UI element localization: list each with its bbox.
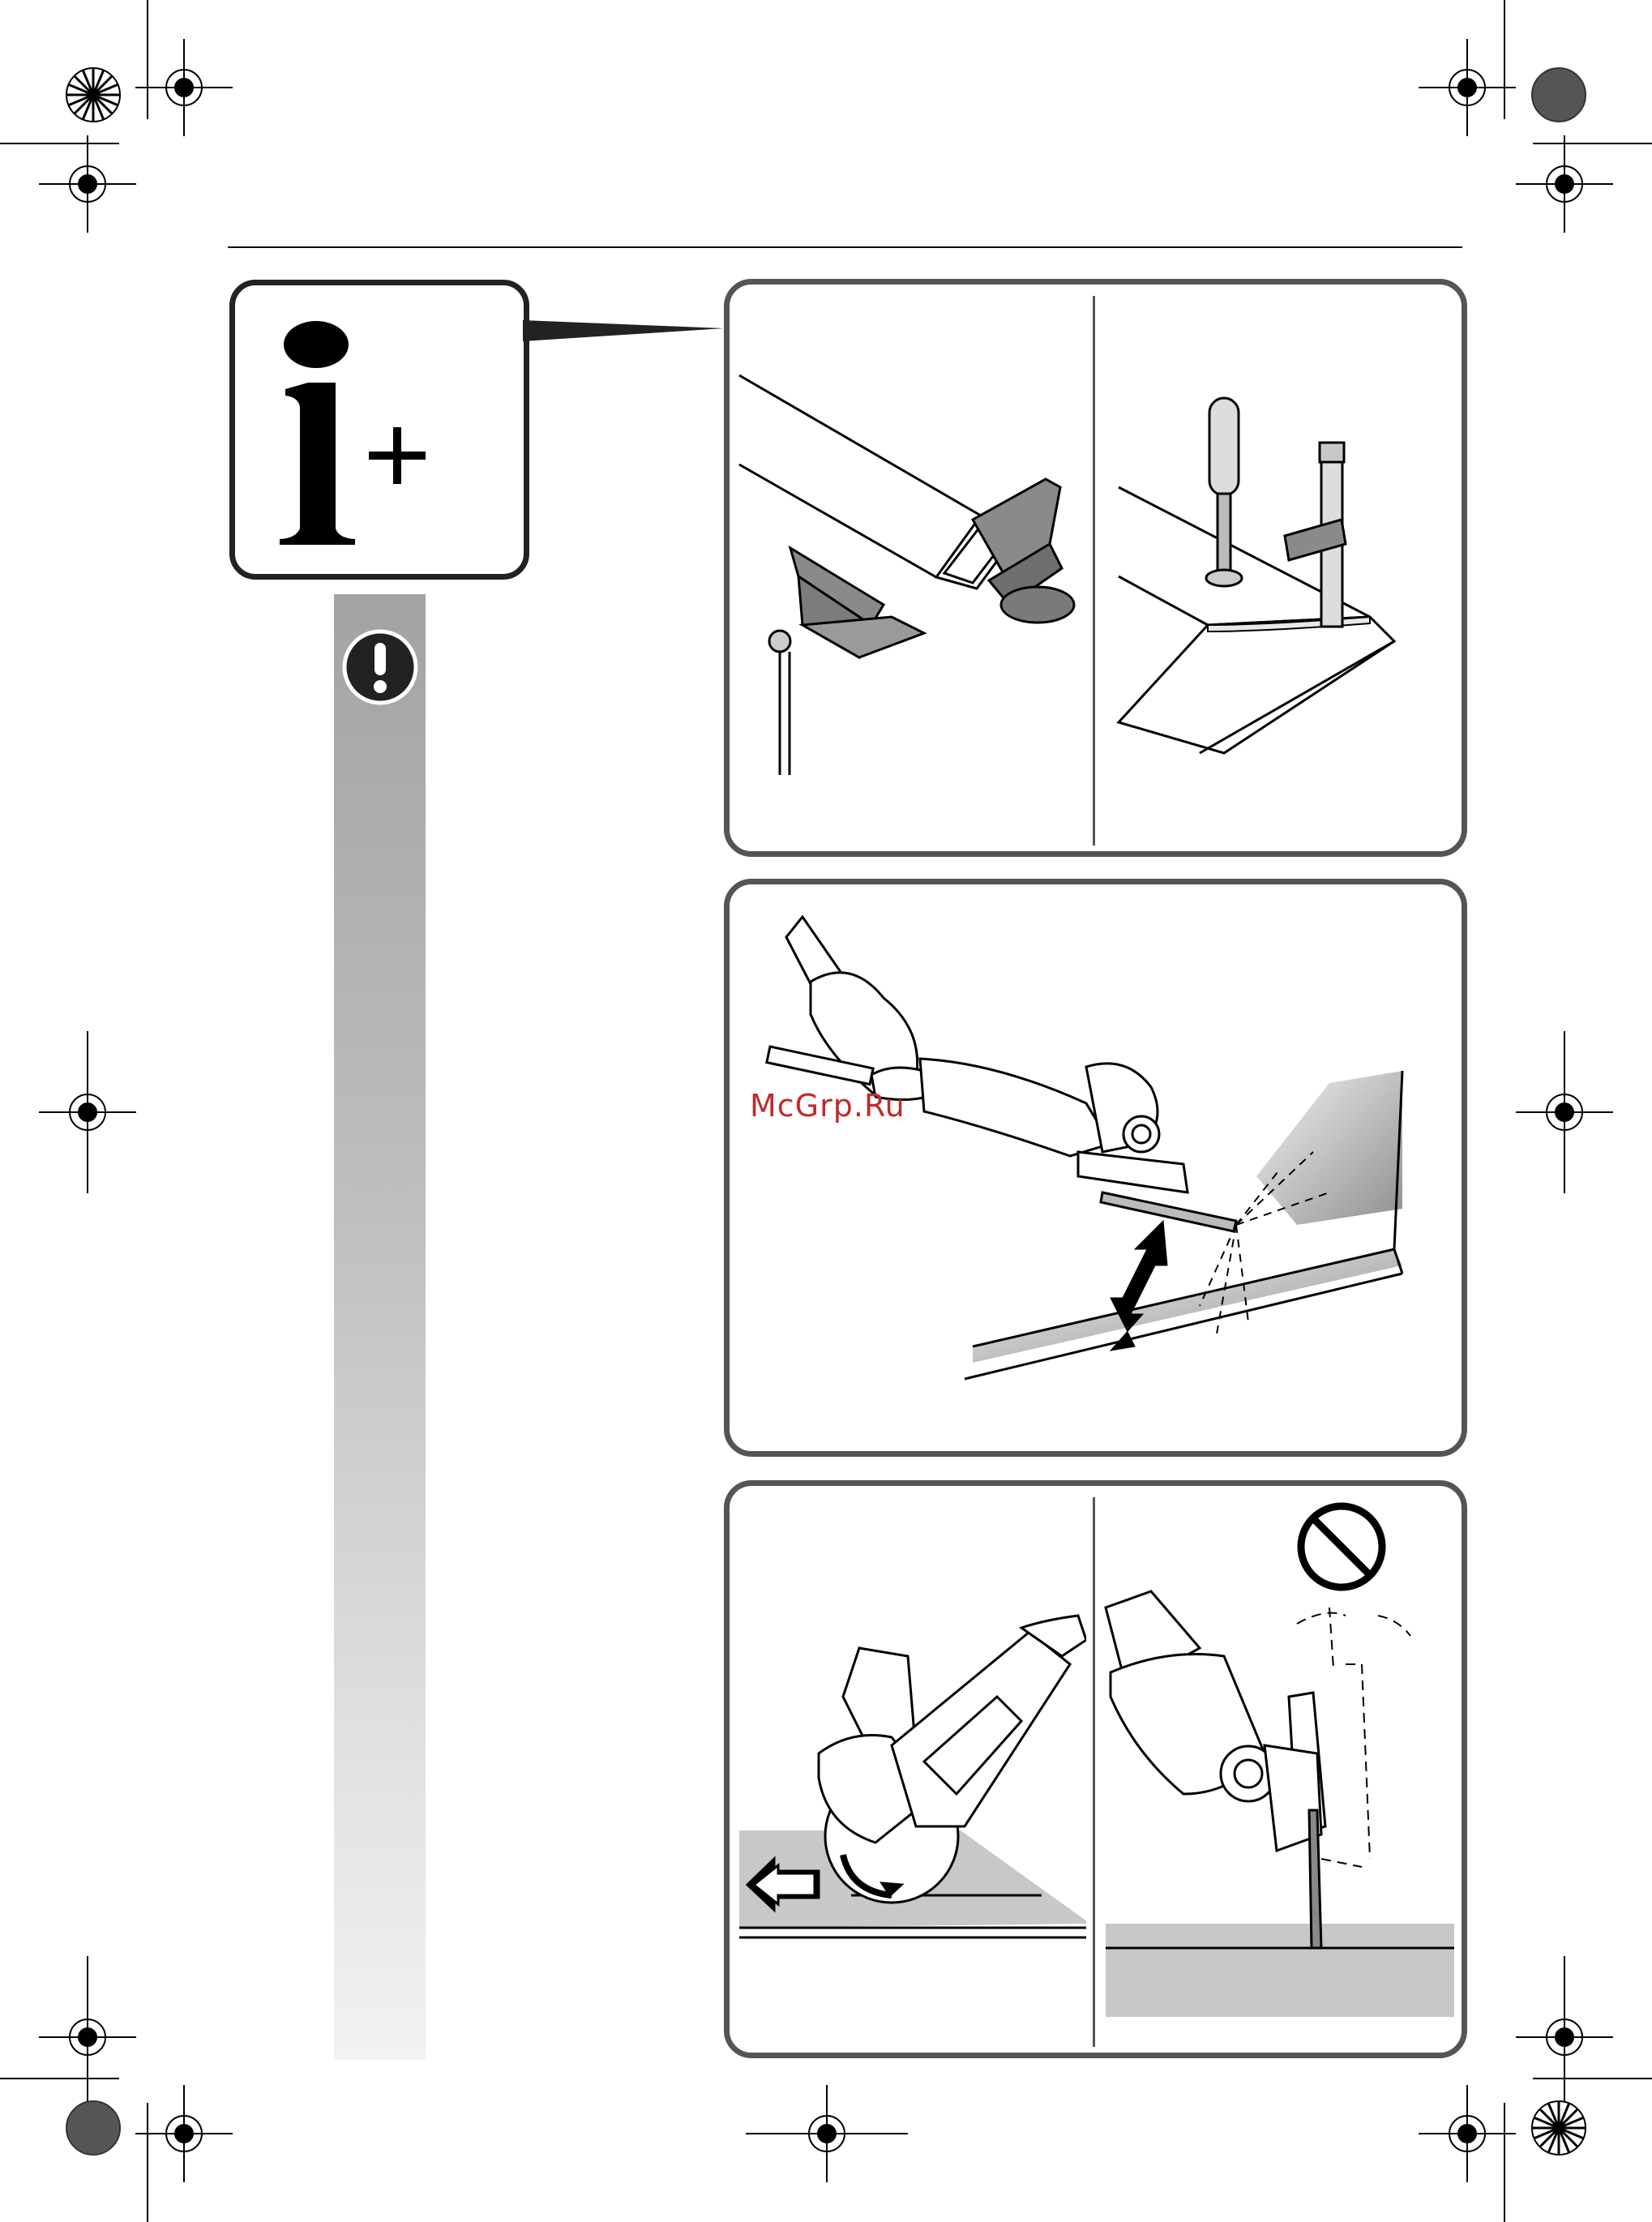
registration-mark-right-top [1516, 135, 1613, 233]
screw-clamp-illustration [1102, 285, 1459, 844]
registration-mark-left-top [39, 135, 136, 233]
info-badge [229, 280, 529, 580]
star-target-top-left [65, 66, 122, 123]
header-rule [228, 246, 1462, 248]
registration-mark-left-middle [39, 1031, 136, 1193]
prohibited-icon [1301, 1506, 1382, 1587]
grinding-angle-panel [724, 879, 1467, 1457]
badge-pointer [523, 304, 725, 369]
registration-mark-right-bottom [1516, 1956, 1613, 2118]
no-tilting-illustration [1102, 1486, 1459, 2045]
exclamation-icon [341, 628, 419, 706]
vise-illustration [730, 285, 1086, 844]
angle-grinder-illustration [730, 884, 1459, 1448]
warning-gradient-bar [334, 594, 426, 2060]
registration-mark-bottom-1 [135, 2085, 233, 2182]
registration-mark-right-middle [1516, 1031, 1613, 1193]
cut-direction-illustration [730, 1486, 1086, 2045]
registration-mark-bottom-center [746, 2085, 908, 2182]
gray-target-bottom-left [65, 2100, 122, 2156]
info-plus-icon [235, 285, 524, 574]
gray-target-top-right [1530, 66, 1587, 123]
cutting-direction-panel [724, 1480, 1467, 2058]
clamping-panel [724, 279, 1467, 857]
registration-mark-bottom-2 [1419, 2085, 1516, 2182]
registration-mark-left-bottom [39, 1956, 136, 2118]
registration-mark-top-2 [1419, 39, 1516, 136]
registration-mark-top-1 [135, 39, 233, 136]
star-target-bottom-right [1530, 2100, 1587, 2156]
panel-divider [1093, 1497, 1095, 2047]
watermark: McGrp.Ru [750, 1088, 905, 1124]
panel-divider [1093, 296, 1095, 846]
